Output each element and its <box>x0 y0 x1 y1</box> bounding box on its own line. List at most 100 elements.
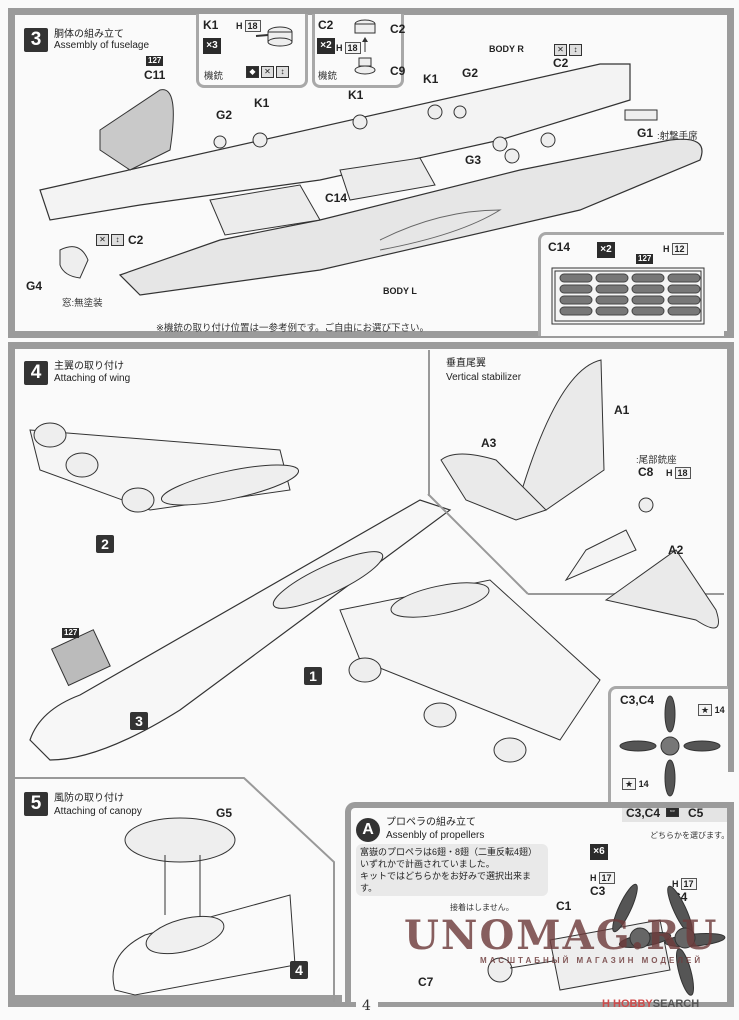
c11-paint-badge: 127 <box>146 56 164 66</box>
step4-title-jp: 主翼の取り付け <box>54 361 124 372</box>
part-label-c2-top: C2 <box>553 56 569 70</box>
g4-note: 窓:無塗装 <box>62 298 103 309</box>
h-number: 12 <box>671 243 688 255</box>
stepA-description: 富嶽のプロペラは6翅・8翅（二重反転4翅） いずれかで計画されていました。 キッ… <box>356 844 548 896</box>
part-label-body-r: BODY R <box>489 44 524 54</box>
h-label: H <box>666 468 673 478</box>
g1-note: :射撃手席 <box>657 131 698 142</box>
c14-panel-drawing <box>551 267 705 325</box>
c14-multiplier-badge: ×2 <box>597 242 615 258</box>
k1-assembly-icons: ◆ ✕ ↕ <box>246 66 289 78</box>
no-glue-icon: ✕ <box>96 234 109 246</box>
movable-icon: ↕ <box>111 234 124 246</box>
propeller-detail-title: C3,C4 <box>620 693 655 707</box>
star-icon: ★ <box>622 778 637 790</box>
part-label-g4: G4 <box>26 279 43 293</box>
no-glue-note: 接着はしません。 <box>450 903 514 912</box>
k1-gun-drawing <box>255 26 293 47</box>
h-number: 18 <box>244 20 261 32</box>
h-label: H <box>236 21 243 31</box>
paint-number: 14 <box>714 705 725 715</box>
k1-box-caption: 機銃 <box>204 71 224 82</box>
part-label-c7: C7 <box>418 975 434 989</box>
k1-box-label: K1 <box>203 18 219 32</box>
choice-left-label: C3,C4 <box>626 806 661 820</box>
star-icon: ★ <box>698 704 713 716</box>
h-number: 18 <box>344 42 361 54</box>
k1-multiplier-badge: ×3 <box>203 38 221 54</box>
step5-title-en: Attaching of canopy <box>54 806 142 817</box>
part-label-c14: C14 <box>325 191 348 205</box>
no-glue-icon: ✕ <box>554 44 567 56</box>
step3-footnote: ※機銃の取り付け位置は一参考例です。ご自由にお選び下さい。 <box>156 323 430 334</box>
stepA-title-jp: プロペラの組み立て <box>386 817 476 828</box>
hobbysearch-logo-icon: H <box>602 998 610 1010</box>
c2-box-caption: 機銃 <box>318 71 338 82</box>
step5-number: 5 <box>24 792 48 816</box>
step3-title-jp: 胴体の組み立て <box>54 29 124 40</box>
credit-brand: HOBBY <box>613 998 653 1010</box>
propeller-paint-ref-top: ★ 14 <box>696 704 725 716</box>
part-label-g2-left: G2 <box>216 108 233 122</box>
c2-gun-drawing <box>354 19 376 75</box>
c14-box-label: C14 <box>548 240 571 254</box>
step5-panel <box>8 772 342 1002</box>
vertical-stabilizer-title-en: Vertical stabilizer <box>446 372 522 383</box>
part-label-k1-mid: K1 <box>348 88 364 102</box>
c8-note: :尾部銃座 <box>636 455 677 466</box>
h-label: H <box>336 43 343 53</box>
c2-top-assembly-icons: ✕ ↕ <box>554 44 582 56</box>
hobbysearch-credit: H HOBBYSEARCH <box>602 998 699 1010</box>
propeller-paint-ref-bottom: ★ 14 <box>620 778 649 790</box>
stepA-title-en: Assenbly of propellers <box>386 830 485 841</box>
h-label: H <box>590 873 597 883</box>
part-label-g5: G5 <box>216 806 233 820</box>
h-label: H <box>663 244 670 254</box>
h-number: 17 <box>680 878 697 890</box>
c2-box-label: C2 <box>318 18 334 32</box>
part-label-c8: C8 <box>638 465 654 479</box>
callout-step-2: 2 <box>96 535 114 553</box>
c2-multiplier-badge: ×2 <box>317 38 335 54</box>
part-label-g3: G3 <box>465 153 482 167</box>
h-number: 17 <box>598 872 615 884</box>
part-label-g2-right: G2 <box>462 66 479 80</box>
four-blade-propeller-drawing <box>619 695 721 797</box>
part-label-c1: C1 <box>556 899 572 913</box>
part-label-k1-right: K1 <box>423 72 439 86</box>
part-label-a1: A1 <box>614 403 630 417</box>
part-label-c3: C3 <box>590 884 606 898</box>
stepA-multiplier-badge: ×6 <box>590 844 608 860</box>
step3-title-en: Assembly of fuselage <box>54 40 150 51</box>
part-label-k1-left: K1 <box>254 96 270 110</box>
description-line: いずれかで計画されていました。 <box>360 859 495 869</box>
part-label-a2: A2 <box>668 543 684 557</box>
choice-right-label: C5 <box>688 806 704 820</box>
step4-panel <box>8 342 734 772</box>
step3-panel <box>8 8 734 338</box>
c2-box-part-top: C2 <box>390 22 406 36</box>
credit-suffix: SEARCH <box>652 998 700 1010</box>
step4-title-en: Attaching of wing <box>54 373 131 384</box>
part-label-c11: C11 <box>144 68 166 82</box>
description-line: 富嶽のプロペラは6翅・8翅（二重反転4翅） <box>360 847 538 857</box>
step5-border-top <box>14 777 335 1002</box>
part-label-a3: A3 <box>481 436 497 450</box>
no-glue-icon: ✕ <box>261 66 274 78</box>
c9-box-part: C9 <box>390 64 406 78</box>
movable-icon: ↕ <box>276 66 289 78</box>
step3-number: 3 <box>24 28 48 52</box>
step5-title-jp: 風防の取り付け <box>54 793 124 804</box>
h-number: 18 <box>674 467 691 479</box>
part-label-body-l: BODY L <box>383 286 417 296</box>
stepA-panel <box>345 802 734 1002</box>
choice-note: どちらかを選びます。 <box>650 831 730 840</box>
step4-number: 4 <box>24 361 48 385</box>
nose-paint-badge: 127 <box>62 628 80 638</box>
canopy-assembly-drawing <box>112 817 296 996</box>
fuselage-assembly-drawing <box>39 63 703 296</box>
